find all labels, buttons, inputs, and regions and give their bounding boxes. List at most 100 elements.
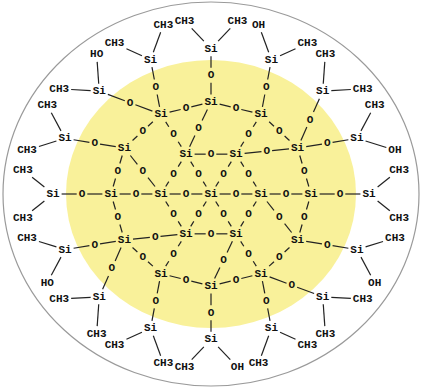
atom-label: CH3 [353,83,373,95]
bond-line [153,32,160,52]
atom-label: O [183,274,190,286]
atom-label: O [170,168,177,180]
atom-label: Si [316,291,329,303]
bond-line [366,141,387,147]
bond-line [345,193,360,194]
atom-label: O [109,262,116,274]
bond-line [220,193,231,194]
bond-line [203,182,206,187]
atom-label: Si [304,188,317,200]
atom-label: CH3 [389,164,409,176]
atom-label: O [301,165,308,177]
bond-line [170,109,181,112]
atom-label: O [324,239,331,251]
atom-label: CH3 [154,357,174,369]
bond-line [261,32,268,52]
bond-line [120,225,122,233]
bond-line [202,110,207,121]
atom-label: CH3 [105,37,125,49]
bond-line [133,237,150,239]
atom-label: CH3 [385,232,405,244]
atom-label: CH3 [105,339,125,351]
bond-line [178,241,181,246]
atom-label: CH3 [353,293,373,305]
bond-line [51,257,61,275]
bond-line [268,308,270,320]
bond-line [148,262,153,266]
bond-line [366,241,383,246]
bond-line [148,122,153,126]
atom-label: Si [204,43,217,55]
atom-label: HO [41,277,54,289]
atom-label: Si [254,268,267,280]
bond-line [51,113,61,131]
outer-shell [3,2,419,386]
atom-label: O [263,81,270,93]
bond-line [166,122,169,127]
atom-label: O [208,307,215,319]
bond-line [97,62,99,84]
bond-line [306,144,322,147]
atom-label: OH [252,19,265,31]
atom-label: CH3 [154,19,174,31]
atom-label: Si [204,96,217,108]
atom-label: O [152,295,159,307]
atom-label: O [301,211,308,223]
bond-line [280,332,295,339]
bond-line [245,152,262,154]
bond-line [166,182,169,187]
atom-label: Si [204,333,217,345]
atom-label: O [183,188,190,200]
bond-line [210,320,211,332]
atom-label: O [220,168,227,180]
bond-line [216,202,219,207]
bond-line [272,149,289,151]
bond-line [103,276,109,289]
atom-label: O [114,211,121,223]
bond-line [216,154,227,155]
bond-line [195,233,206,234]
bond-line [306,241,322,244]
bond-line [157,95,159,107]
atom-label: O [170,208,177,220]
bond-line [227,241,232,252]
atom-label: Si [144,54,157,66]
bond-line [170,193,181,194]
bond-line [39,141,56,146]
atom-label: Si [154,268,167,280]
atom-label: O [195,122,202,134]
atom-label: Si [179,228,192,240]
atom-label: Si [93,291,106,303]
bond-line [191,281,202,284]
bond-line [285,136,290,140]
bond-line [215,267,220,278]
bond-line [178,162,181,167]
atom-label: CH3 [49,83,69,95]
bond-line [152,67,154,79]
bond-line [166,261,169,266]
bond-line [300,225,302,233]
atom-label: Si [58,132,71,144]
bond-line [253,202,256,207]
atom-label: Si [118,142,131,154]
atom-label: O [337,188,344,200]
bond-line [262,281,264,293]
atom-label: Si [265,322,278,334]
atom-label: CH3 [298,37,318,49]
atom-label: Si [46,188,59,200]
atom-label: O [263,295,270,307]
atom-label: O [170,248,177,260]
bond-line [120,156,122,164]
bond-line [191,193,202,194]
atom-label: O [233,102,240,114]
atom-label: O [283,188,290,200]
bond-line [203,202,206,207]
bond-line [130,156,137,165]
bond-line [97,304,99,326]
bond-line [267,202,274,211]
atom-label: Si [265,54,278,66]
atom-label: Si [291,142,304,154]
bond-line [135,105,152,111]
bond-line [32,201,44,211]
